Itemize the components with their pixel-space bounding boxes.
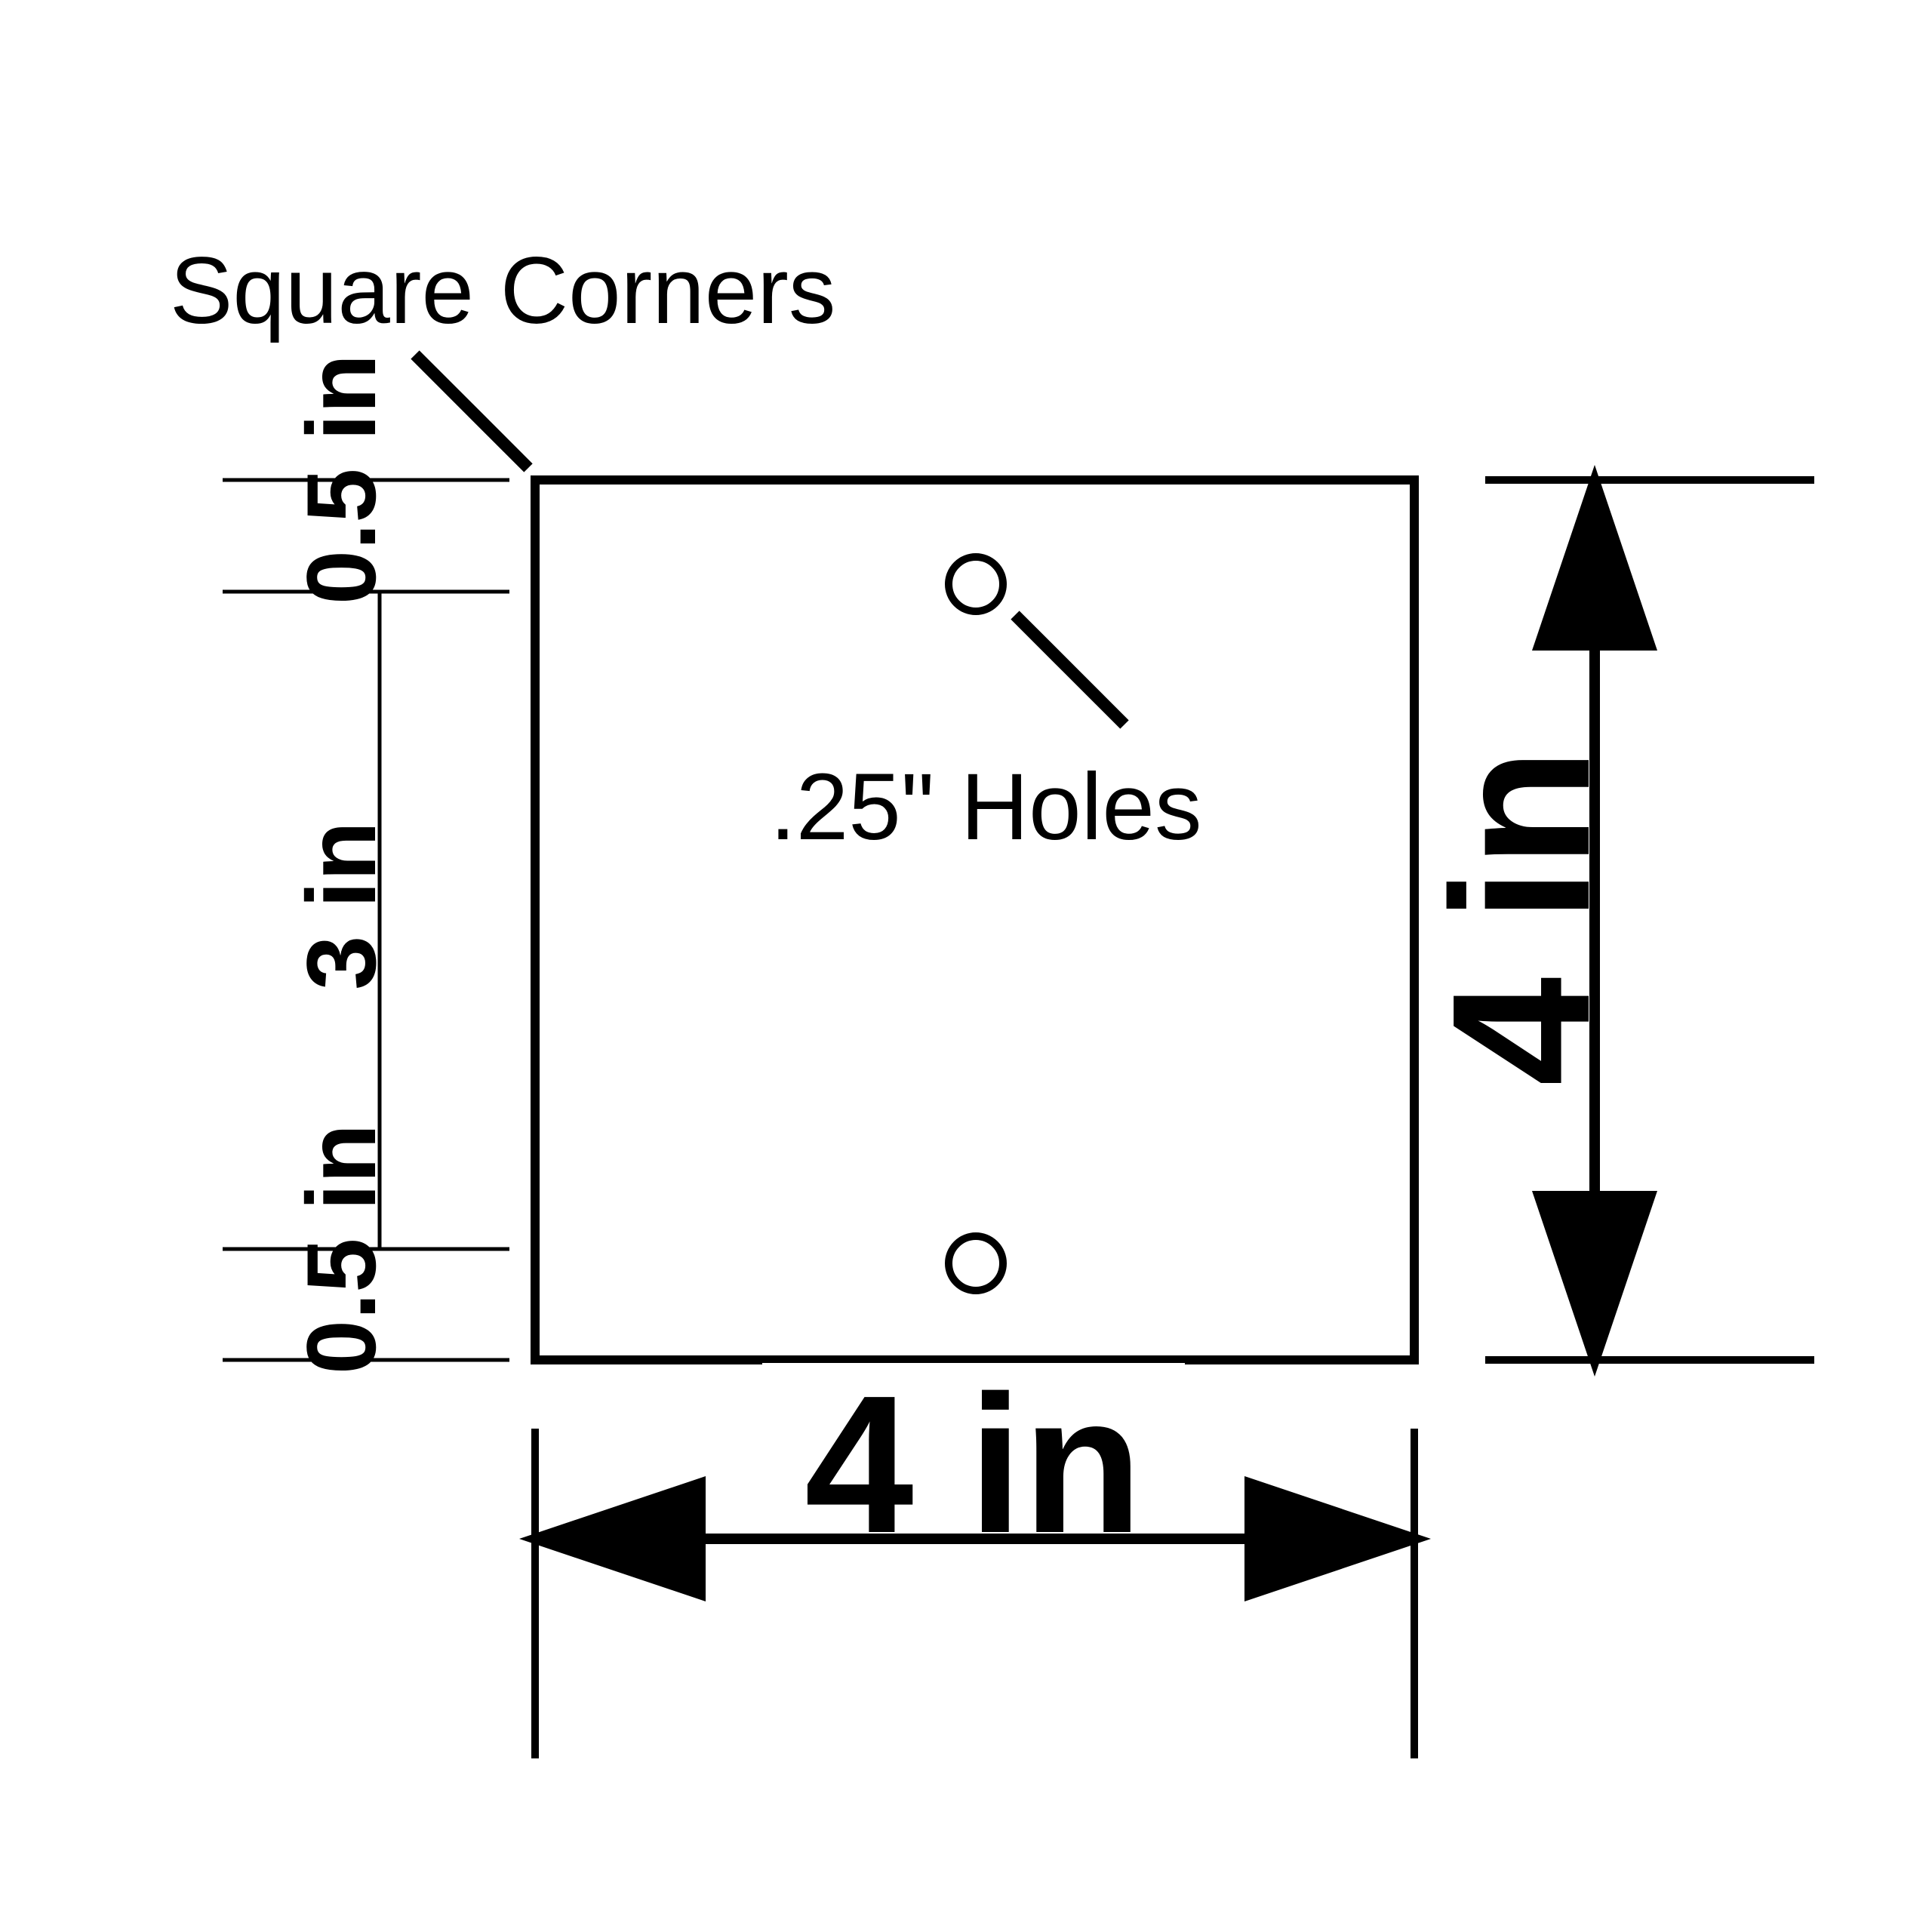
height-dimension xyxy=(1485,465,1814,1377)
hole-spacing-dimension-label: 3 in xyxy=(286,821,396,990)
width-label-backdrop xyxy=(762,1363,1185,1532)
left-extension-lines xyxy=(223,478,509,1362)
top-offset-dimension-label: 0.5 in xyxy=(286,354,396,605)
square-corners-label: Square Corners xyxy=(170,238,835,343)
width-dimension xyxy=(519,1429,1431,1758)
bottom-offset-dimension-label: 0.5 in xyxy=(286,1124,396,1374)
top-hole xyxy=(945,553,1007,615)
corners-leader-line xyxy=(411,350,533,472)
bottom-hole xyxy=(945,1232,1007,1294)
holes-leader-line xyxy=(1011,611,1129,729)
height-label-backdrop xyxy=(1419,702,1589,1124)
width-arrow-left xyxy=(519,1476,706,1601)
width-arrow-right xyxy=(1244,1476,1431,1601)
height-arrow-bottom xyxy=(1532,1191,1657,1377)
holes-label: .25" Holes xyxy=(770,755,1201,860)
width-dimension-label: 4 in xyxy=(804,1355,1143,1574)
height-dimension-label: 4 in xyxy=(1412,748,1631,1086)
plate-outline xyxy=(531,475,1419,1364)
height-arrow-top xyxy=(1532,465,1657,651)
